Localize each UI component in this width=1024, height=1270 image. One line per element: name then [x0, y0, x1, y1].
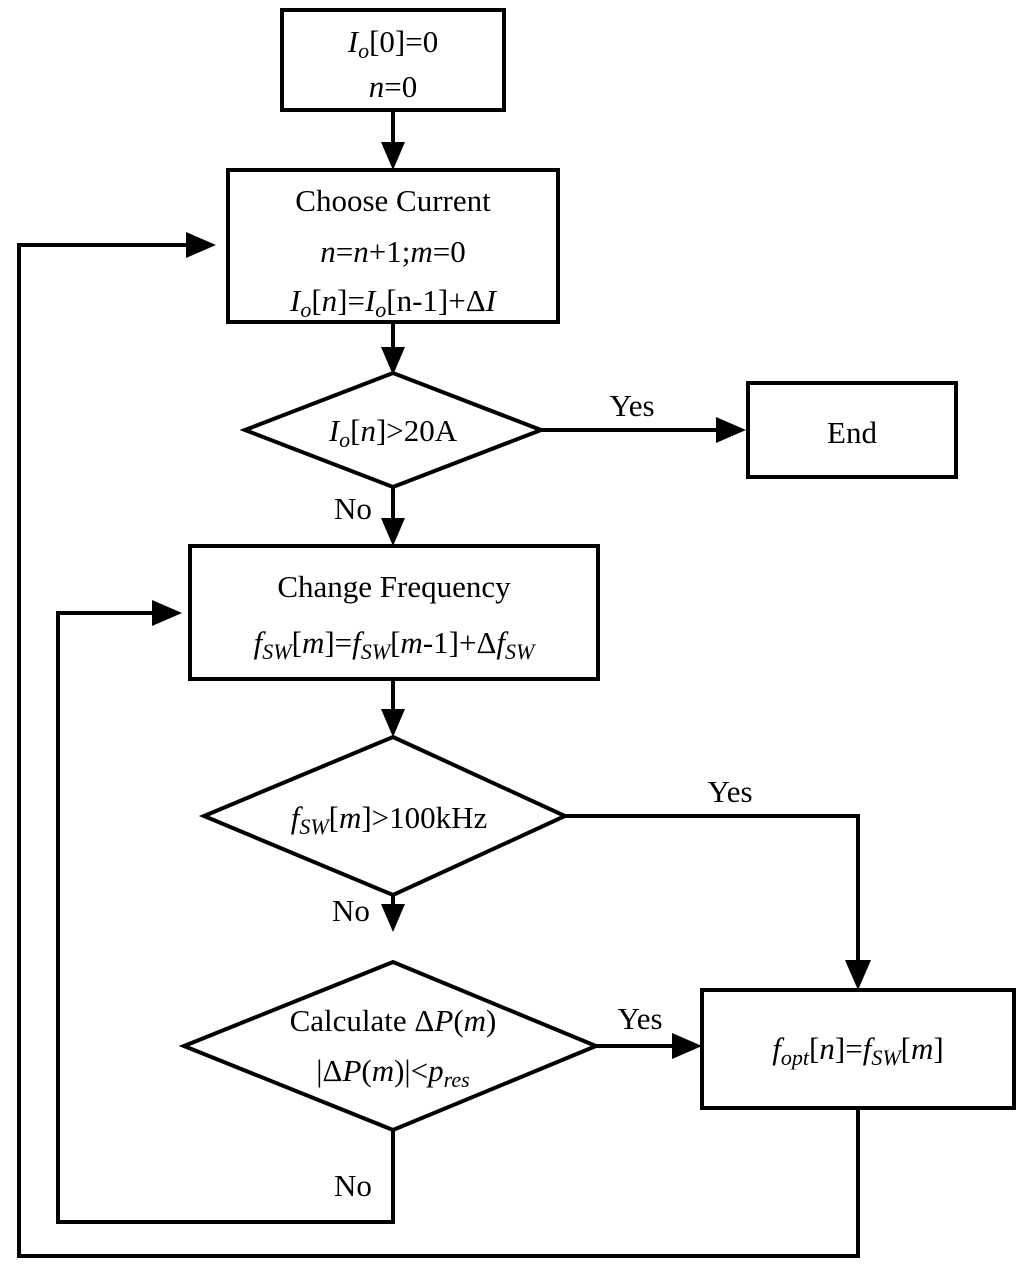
node-power-check[interactable]: Calculate ΔP(m) |ΔP(m)|<pres: [178, 959, 602, 1133]
edge-power-check-no-to-change-frequency: [56, 600, 395, 1224]
init-box[interactable]: [280, 8, 506, 112]
node-frequency-check[interactable]: fSW[m]>100kHz: [198, 734, 570, 898]
assign-fopt-line-1: fopt[n]=fSW[m]: [772, 1031, 943, 1070]
init-line-2: n=0: [369, 69, 417, 104]
change-frequency-line-2: fSW[m]=fSW[m-1]+ΔfSW: [254, 625, 536, 664]
label-power-check-yes: Yes: [617, 1001, 662, 1036]
frequency-check-line-1: fSW[m]>100kHz: [291, 800, 488, 839]
label-frequency-check-no: No: [332, 893, 370, 928]
node-choose-current[interactable]: Choose Current n=n+1;m=0 Io[n]=Io[n-1]+Δ…: [226, 168, 560, 324]
current-check-diamond[interactable]: [239, 370, 547, 490]
label-current-check-yes: Yes: [609, 388, 654, 423]
node-end[interactable]: End: [746, 381, 958, 479]
choose-current-line-1: Choose Current: [295, 183, 491, 218]
assign-fopt-box[interactable]: [700, 988, 1016, 1110]
node-assign-fopt[interactable]: fopt[n]=fSW[m]: [700, 988, 1016, 1110]
edge-init-to-choose-current: [381, 110, 405, 170]
edge-assign-fopt-to-choose-current: [17, 232, 860, 1258]
edge-labels-layer: Yes No Yes No Yes No: [332, 388, 753, 1203]
edge-current-check-no-to-change-frequency: [381, 487, 405, 546]
frequency-check-diamond[interactable]: [198, 734, 570, 898]
label-frequency-check-yes: Yes: [707, 774, 752, 809]
node-init[interactable]: Io[0]=0 n=0: [280, 8, 506, 112]
label-power-check-no: No: [334, 1168, 372, 1203]
choose-current-box[interactable]: [226, 168, 560, 324]
change-frequency-box[interactable]: [188, 544, 600, 681]
end-label: End: [827, 415, 877, 450]
choose-current-line-3: Io[n]=Io[n-1]+ΔI: [289, 283, 498, 322]
label-current-check-no: No: [334, 491, 372, 526]
edge-choose-current-to-current-check: [381, 322, 405, 375]
node-current-check[interactable]: Io[n]>20A: [239, 370, 547, 490]
node-change-frequency[interactable]: Change Frequency fSW[m]=fSW[m-1]+ΔfSW: [188, 544, 600, 681]
change-frequency-line-1: Change Frequency: [277, 569, 511, 604]
edge-power-check-yes-to-assign-fopt: [593, 1033, 702, 1059]
edge-frequency-check-yes-to-assign-fopt: [563, 814, 871, 990]
init-line-1: Io[0]=0: [347, 24, 438, 63]
end-box[interactable]: [746, 381, 958, 479]
power-check-line-1: Calculate ΔP(m): [290, 1003, 497, 1038]
choose-current-line-2: n=n+1;m=0: [320, 234, 465, 269]
edge-current-check-yes-to-end: [540, 417, 746, 443]
power-check-diamond[interactable]: [178, 959, 602, 1133]
power-check-line-2: |ΔP(m)|<pres: [316, 1053, 469, 1092]
current-check-line-1: Io[n]>20A: [328, 413, 458, 452]
edge-change-frequency-to-frequency-check: [381, 679, 405, 737]
